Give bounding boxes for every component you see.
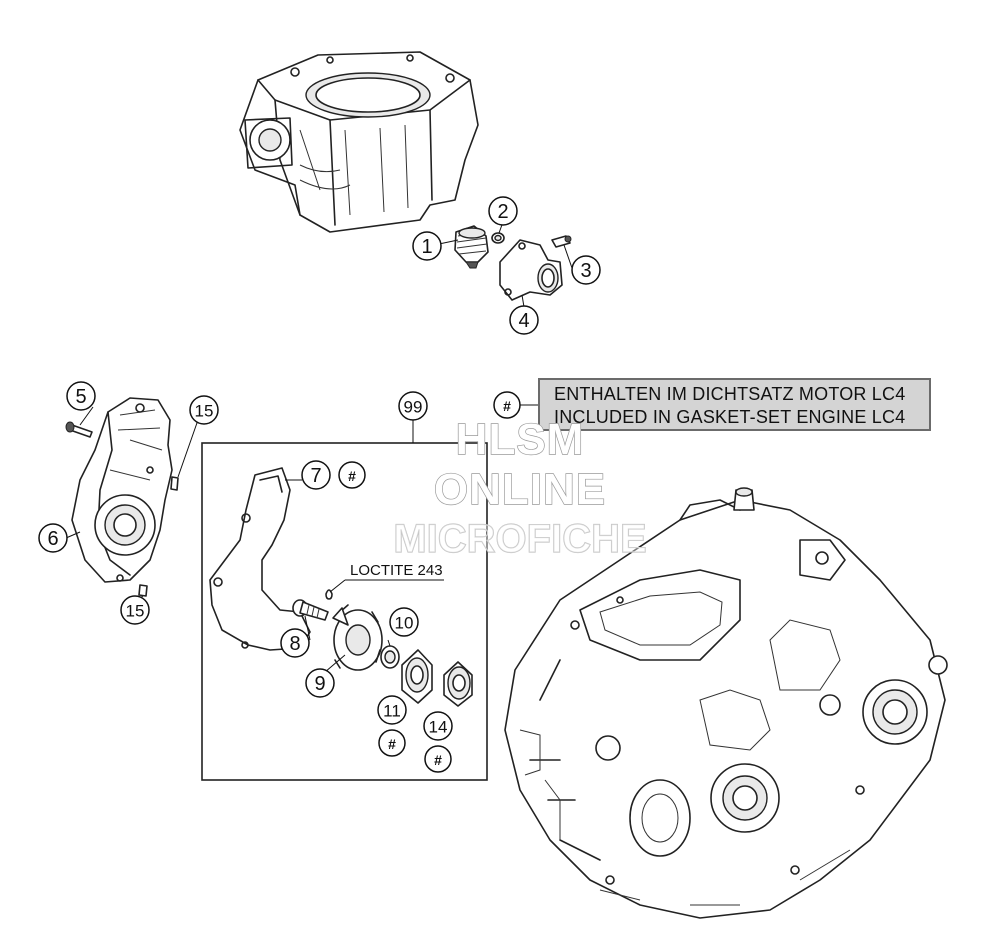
callout-7-label: 7 <box>310 465 321 487</box>
callout-11[interactable]: 11 <box>377 695 407 725</box>
repair-kit-box <box>201 420 488 781</box>
impeller-part <box>332 604 383 671</box>
thermostat-part <box>454 225 489 269</box>
callout-15-lower-label: 15 <box>126 602 145 621</box>
callout-2-label: 2 <box>497 201 508 223</box>
loctite-label: LOCTITE 243 <box>350 562 443 579</box>
callout-15-lower[interactable]: 15 <box>120 595 150 625</box>
legend-line-german: ENTHALTEN IM DICHTSATZ MOTOR LC4 <box>554 384 906 404</box>
hash-marker-14-label: # <box>434 752 442 768</box>
callout-11-label: 11 <box>383 702 401 721</box>
callout-6-label: 6 <box>47 528 58 550</box>
loctite-drop <box>325 589 333 600</box>
hash-marker-14[interactable]: # <box>424 745 452 773</box>
callout-4-label: 4 <box>518 310 529 332</box>
callout-3-label: 3 <box>580 260 591 282</box>
hash-marker-11[interactable]: # <box>378 729 406 757</box>
callout-5[interactable]: 5 <box>66 381 96 411</box>
gasket-set-legend: ENTHALTEN IM DICHTSATZ MOTOR LC4 INCLUDE… <box>538 378 931 431</box>
callout-3[interactable]: 3 <box>571 255 601 285</box>
dowel-pin-15-lower-part <box>138 584 148 597</box>
callout-15-upper[interactable]: 15 <box>189 395 219 425</box>
callout-9[interactable]: 9 <box>305 668 335 698</box>
screw-3-part <box>551 235 572 248</box>
callout-6[interactable]: 6 <box>38 523 68 553</box>
leader-lines <box>65 221 573 679</box>
hash-marker-7-label: # <box>348 468 356 484</box>
dowel-pin-15-upper-part <box>170 476 179 491</box>
cylinder-drawing <box>239 51 479 233</box>
callout-10-label: 10 <box>395 614 414 633</box>
callout-8-label: 8 <box>289 633 300 655</box>
callout-10[interactable]: 10 <box>389 607 419 637</box>
water-pump-cover-part <box>71 397 173 583</box>
callout-14-label: 14 <box>429 718 448 737</box>
callout-15-upper-label: 15 <box>195 402 214 421</box>
screw-8-part <box>292 599 329 621</box>
callout-2[interactable]: 2 <box>488 196 518 226</box>
gasket-part <box>209 467 311 651</box>
callout-8[interactable]: 8 <box>280 628 310 658</box>
thermostat-cover-part <box>499 239 563 301</box>
bearing-14-part <box>443 661 473 707</box>
hash-marker-legend-label: # <box>503 398 511 414</box>
callout-14[interactable]: 14 <box>423 711 453 741</box>
hash-marker-11-label: # <box>388 736 396 752</box>
hash-marker-legend: # <box>493 391 521 419</box>
bearing-11-part <box>401 649 433 704</box>
engine-case-drawing <box>504 487 948 919</box>
callout-9-label: 9 <box>314 673 325 695</box>
callout-5-label: 5 <box>75 386 86 408</box>
callout-99-label: 99 <box>404 398 423 417</box>
callout-1-label: 1 <box>421 236 432 258</box>
callout-4[interactable]: 4 <box>509 305 539 335</box>
callout-99[interactable]: 99 <box>398 391 428 421</box>
screw-5-part <box>65 421 93 438</box>
hash-marker-7[interactable]: # <box>338 461 366 489</box>
callout-7[interactable]: 7 <box>301 460 331 490</box>
legend-line-english: INCLUDED IN GASKET-SET ENGINE LC4 <box>554 407 906 427</box>
seal-ring-part <box>380 645 400 669</box>
o-ring-part <box>491 232 505 244</box>
callout-1[interactable]: 1 <box>412 231 442 261</box>
